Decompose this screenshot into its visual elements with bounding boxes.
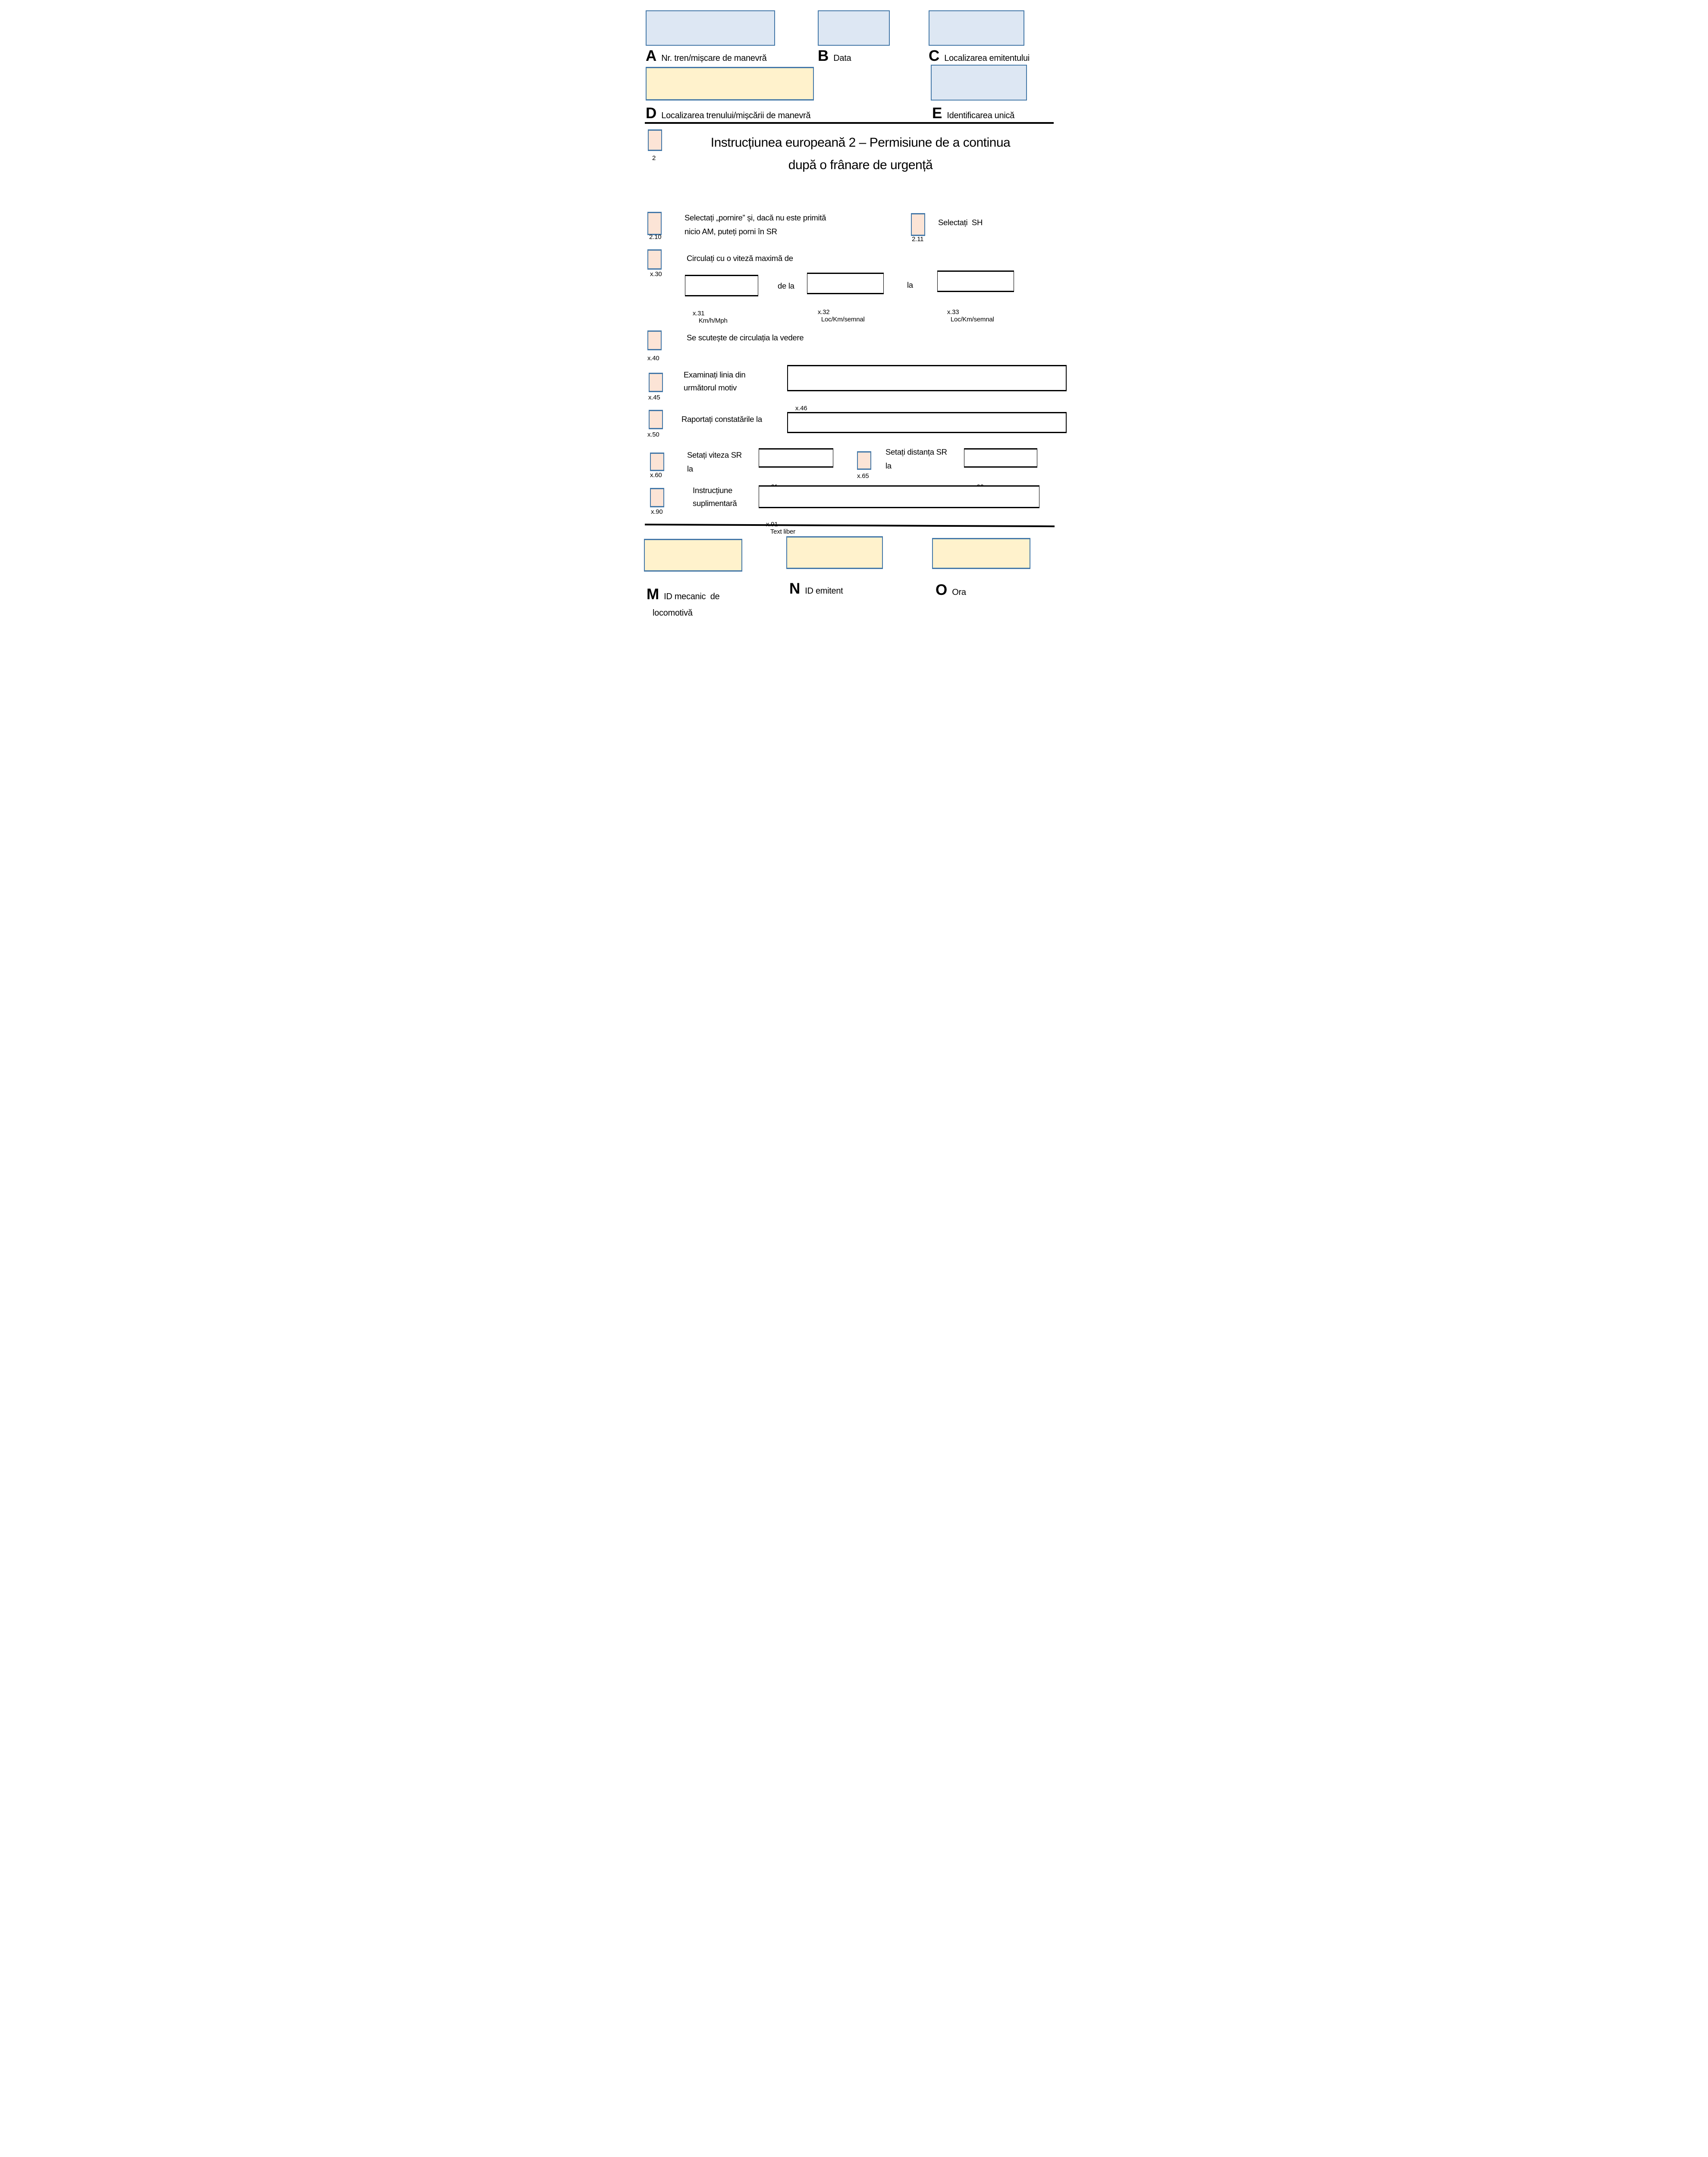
field-b-caption: B Data — [818, 48, 851, 63]
field-n-caption: N ID emitent — [789, 581, 843, 596]
field-x-51-free-text-input[interactable] — [787, 412, 1067, 433]
item-x-40-text: Se scutește de circulația la vedere — [687, 333, 804, 342]
field-e-caption: E Identificarea unică — [932, 106, 1014, 121]
field-m-label-line1: ID mecanic de — [664, 592, 720, 601]
item-2-11-number: 2.11 — [912, 236, 924, 243]
field-x-31-unit: Km/h/Mph — [698, 317, 728, 324]
item-2-10-checkbox[interactable] — [647, 212, 662, 235]
field-a-letter: A — [646, 47, 656, 64]
field-x-66-sr-distance-input[interactable] — [964, 448, 1037, 468]
item-x-45-text-line2: următorul motiv — [684, 383, 737, 392]
item-x-40-number: x.40 — [647, 355, 659, 362]
field-d-train-location-box[interactable] — [646, 67, 814, 101]
field-m-label-line2: locomotivă — [653, 608, 693, 618]
bottom-divider — [644, 523, 1055, 528]
field-c-issuer-location-box[interactable] — [929, 10, 1024, 46]
field-n-label: ID emitent — [805, 586, 843, 596]
item-x-50-number: x.50 — [647, 431, 659, 438]
instruction-2-checkbox[interactable] — [648, 129, 662, 151]
field-x-46-number: x.46 — [795, 405, 807, 412]
field-a-caption: A Nr. tren/mișcare de manevră — [646, 48, 767, 63]
field-m-letter: M — [647, 586, 659, 603]
item-x-65-text-line1: Setați distanța SR — [885, 447, 947, 456]
item-x-45-number: x.45 — [648, 394, 660, 401]
item-2-10-text-line1: Selectați „pornire” și, dacă nu este pri… — [684, 213, 826, 222]
field-o-time-box[interactable] — [932, 538, 1030, 569]
field-x-91-unit: Text liber — [770, 528, 795, 535]
item-2-11-checkbox[interactable] — [911, 213, 925, 236]
field-x-61-sr-speed-input[interactable] — [759, 448, 833, 468]
item-x-65-checkbox[interactable] — [857, 451, 871, 470]
field-d-label: Localizarea trenului/mișcării de manevră — [661, 111, 811, 120]
item-x-40-checkbox[interactable] — [647, 330, 662, 350]
field-e-unique-id-box[interactable] — [931, 65, 1027, 101]
field-n-letter: N — [789, 580, 800, 597]
field-x-46-free-text-input[interactable] — [787, 365, 1067, 391]
item-2-10-number: 2.10 — [649, 233, 662, 241]
form-title-line2: după o frânare de urgență — [788, 158, 933, 172]
european-instruction-form: A Nr. tren/mișcare de manevră B Data C L… — [640, 0, 1068, 630]
field-x-33-number: x.33 — [947, 308, 959, 316]
item-x-90-number: x.90 — [651, 508, 663, 516]
field-x-33-unit: Loc/Km/semnal — [950, 316, 994, 323]
item-x-45-text-line1: Examinați linia din — [684, 370, 746, 379]
item-x-65-text-line2: la — [885, 461, 892, 470]
instruction-2-number: 2 — [652, 154, 656, 162]
item-x-90-checkbox[interactable] — [650, 488, 664, 507]
field-c-caption: C Localizarea emitentului — [929, 48, 1030, 63]
item-x-30-checkbox[interactable] — [647, 249, 662, 270]
field-o-caption: O Ora — [936, 582, 966, 597]
field-b-label: Data — [833, 53, 851, 63]
field-e-label: Identificarea unică — [947, 111, 1014, 120]
item-x-45-checkbox[interactable] — [649, 373, 663, 392]
field-x-32-caption: x.32 Loc/Km/semnal — [811, 301, 865, 330]
item-2-11-text: Selectați SH — [938, 218, 983, 227]
item-x-90-text-line2: suplimentară — [693, 499, 737, 508]
field-m-driver-id-box[interactable] — [644, 539, 742, 572]
item-x-60-number: x.60 — [650, 472, 662, 479]
field-b-letter: B — [818, 47, 829, 64]
item-x-30-text: Circulați cu o viteză maximă de — [687, 254, 793, 263]
field-x-31-number: x.31 — [692, 310, 705, 317]
item-x-60-checkbox[interactable] — [650, 453, 664, 471]
field-n-issuer-id-box[interactable] — [786, 536, 883, 569]
field-o-letter: O — [936, 582, 947, 598]
field-a-label: Nr. tren/mișcare de manevră — [661, 53, 767, 63]
field-x-31-speed-input[interactable] — [685, 275, 758, 296]
field-x-33-caption: x.33 Loc/Km/semnal — [940, 301, 994, 330]
field-d-letter: D — [646, 105, 656, 122]
top-divider — [645, 122, 1054, 124]
item-x-60-text-line2: la — [687, 464, 693, 473]
field-x-32-from-location-input[interactable] — [807, 273, 884, 294]
field-x-33-to-location-input[interactable] — [937, 270, 1014, 292]
item-x-50-checkbox[interactable] — [649, 410, 663, 429]
item-x-30-to-text: la — [907, 280, 913, 289]
item-x-30-number: x.30 — [650, 270, 662, 278]
item-x-30-from-text: de la — [778, 281, 794, 290]
field-b-date-box[interactable] — [818, 10, 890, 46]
field-m-caption: M ID mecanic de — [647, 586, 720, 603]
field-e-letter: E — [932, 105, 942, 122]
field-c-letter: C — [929, 47, 939, 64]
item-x-60-text-line1: Setați viteza SR — [687, 450, 742, 459]
field-c-label: Localizarea emitentului — [944, 53, 1030, 63]
item-2-10-text-line2: nicio AM, puteți porni în SR — [684, 227, 777, 236]
item-x-65-number: x.65 — [857, 472, 869, 480]
item-x-50-text: Raportați constatările la — [681, 415, 762, 424]
item-x-90-text-line1: Instrucțiune — [693, 486, 733, 495]
field-x-32-unit: Loc/Km/semnal — [821, 316, 865, 323]
field-a-train-number-box[interactable] — [646, 10, 775, 46]
field-o-label: Ora — [952, 588, 966, 597]
field-x-32-number: x.32 — [817, 308, 830, 316]
form-title-line1: Instrucțiunea europeană 2 – Permisiune d… — [710, 135, 1011, 150]
field-x-31-caption: x.31 Km/h/Mph — [686, 302, 728, 332]
field-x-91-free-text-input[interactable] — [759, 485, 1039, 508]
field-d-caption: D Localizarea trenului/mișcării de manev… — [646, 105, 811, 122]
